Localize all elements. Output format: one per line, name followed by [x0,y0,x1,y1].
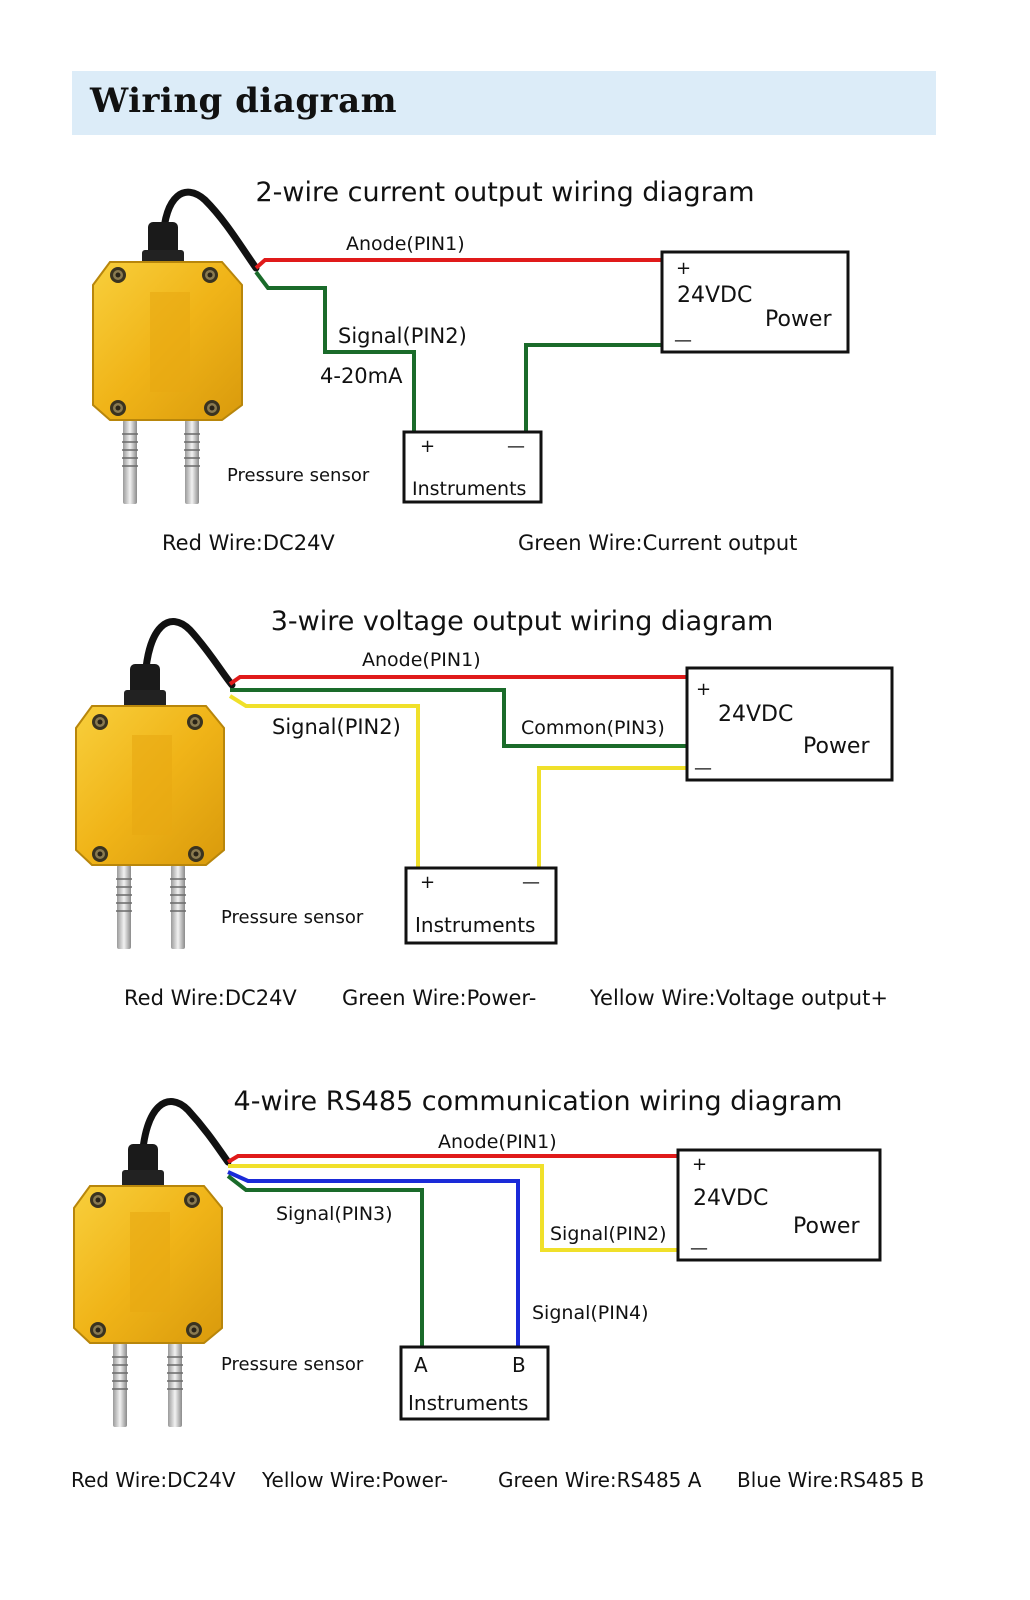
anode-label: Anode(PIN1) [346,233,465,255]
diagram-4-wire: 4-wire RS485 communication wiring diagra… [71,1086,924,1492]
legend-green: Green Wire:Power- [342,986,536,1010]
pressure-sensor-icon [75,618,236,950]
red-wire [226,1154,678,1164]
sensor-label: Pressure sensor [221,1354,364,1375]
diagram-title: 4-wire RS485 communication wiring diagra… [234,1086,843,1117]
red-wire [254,258,662,270]
instrument-plus: + [420,436,435,457]
instrument-label: Instruments [415,913,535,937]
power-label: Power [793,1214,860,1239]
green-wire-return [524,343,662,432]
power-plus: + [692,1154,707,1175]
signal-pin4-label: Signal(PIN4) [532,1302,649,1324]
green-wire [226,1174,424,1347]
instruments-box [402,430,543,504]
legend-blue: Blue Wire:RS485 B [737,1468,924,1492]
power-box [660,250,850,354]
power-plus: + [696,679,711,700]
page-title: Wiring diagram [90,81,398,121]
power-box [685,666,894,782]
power-voltage: 24VDC [718,702,793,727]
legend-red: Red Wire:DC24V [124,986,297,1010]
instruments-box [404,866,558,945]
instrument-plus: + [420,872,435,893]
instrument-label: Instruments [408,1391,528,1415]
anode-label: Anode(PIN1) [362,649,481,671]
diagram-2-wire: 2-wire current output wiring diagram + 2… [92,177,850,555]
power-label: Power [765,307,832,332]
red-wire [228,675,688,686]
sensor-label: Pressure sensor [227,465,370,486]
power-minus: — [674,330,692,351]
instrument-minus: — [507,436,525,457]
instruments-box [399,1345,550,1421]
legend-red: Red Wire:DC24V [71,1468,236,1492]
section-header: Wiring diagram [72,71,936,135]
common-label: Common(PIN3) [521,717,665,739]
blue-wire [227,1170,520,1347]
signal-label: Signal(PIN2) [338,324,467,348]
instrument-minus: — [522,872,540,893]
signal-pin3-label: Signal(PIN3) [276,1203,393,1225]
green-wire-signal [254,270,416,432]
legend-yellow: Yellow Wire:Power- [261,1468,448,1492]
pressure-sensor-icon [92,188,260,505]
pressure-sensor-icon [73,1098,232,1428]
signal-pin2-label: Signal(PIN2) [550,1223,667,1245]
legend-yellow: Yellow Wire:Voltage output+ [589,986,888,1010]
legend-green: Green Wire:RS485 A [498,1468,702,1492]
power-minus: — [690,1238,708,1259]
yellow-wire-return [537,766,688,868]
power-voltage: 24VDC [677,283,752,308]
diagram-title: 3-wire voltage output wiring diagram [271,606,774,637]
yellow-wire [228,1164,678,1252]
legend-green: Green Wire:Current output [518,531,797,555]
legend-red: Red Wire:DC24V [162,531,335,555]
current-label: 4-20mA [320,364,403,388]
instrument-b: B [512,1353,526,1377]
power-voltage: 24VDC [693,1186,768,1211]
instrument-a: A [414,1353,428,1377]
green-wire [230,688,688,748]
power-plus: + [676,258,691,279]
power-box [676,1148,882,1262]
diagram-title: 2-wire current output wiring diagram [255,177,754,208]
sensor-label: Pressure sensor [221,907,364,928]
power-minus: — [694,758,712,779]
signal-label: Signal(PIN2) [272,715,401,739]
yellow-wire-signal [228,694,420,868]
instrument-label: Instruments [412,478,526,500]
power-label: Power [803,734,870,759]
anode-label: Anode(PIN1) [438,1131,557,1153]
diagram-3-wire: 3-wire voltage output wiring diagram + 2… [75,606,894,1010]
